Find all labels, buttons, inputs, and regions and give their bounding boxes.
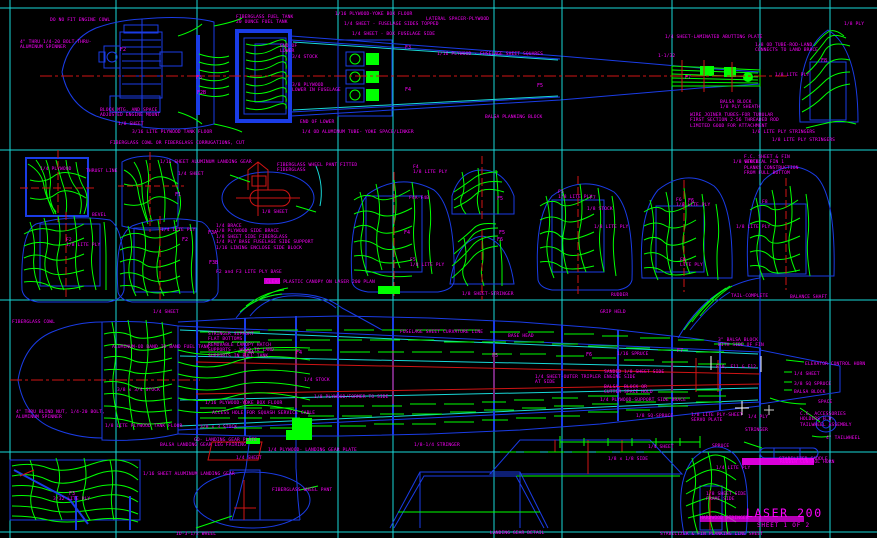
former-label: F3 xyxy=(196,75,203,81)
former-label: F4A xyxy=(245,350,255,356)
former-label: F7 xyxy=(685,75,692,81)
former-label: F4 xyxy=(404,230,411,236)
former-label: F3A xyxy=(208,230,218,236)
side-view-fuselage xyxy=(10,277,841,521)
former-label: F4 xyxy=(405,87,412,93)
selection-highlight xyxy=(264,278,814,522)
former-label: F2B xyxy=(197,90,207,96)
former-cross-sections xyxy=(20,150,835,303)
former-label: F4 xyxy=(296,350,303,356)
former-label: F2 xyxy=(120,47,127,53)
former-label: F2 xyxy=(182,237,189,243)
former-label: F8 xyxy=(821,58,828,64)
former-label: F7 xyxy=(677,348,684,354)
former-label: F5 xyxy=(492,353,499,359)
former-label: F3 xyxy=(405,45,412,51)
crosshair-cursor xyxy=(735,401,749,415)
former-label: F6 xyxy=(497,237,504,243)
former-label: F3B xyxy=(209,260,219,266)
title-line-1: LASER 200 xyxy=(746,506,823,520)
title-block: LASER 200 A SCALE AEROBATIC DESIGN xyxy=(746,478,877,538)
former-label: F1 xyxy=(175,192,182,198)
former-label: F6 xyxy=(688,198,695,204)
former-label: F5 xyxy=(537,83,544,89)
top-view-fuselage xyxy=(40,17,859,133)
former-label: F5 xyxy=(499,230,506,236)
former-label: F5 xyxy=(497,196,504,202)
former-label: F6 xyxy=(586,352,593,358)
sheet-number: SHEET 1 OF 2 xyxy=(757,522,810,529)
bottom-detail-strip xyxy=(9,438,819,535)
former-label: F3 xyxy=(69,491,76,497)
